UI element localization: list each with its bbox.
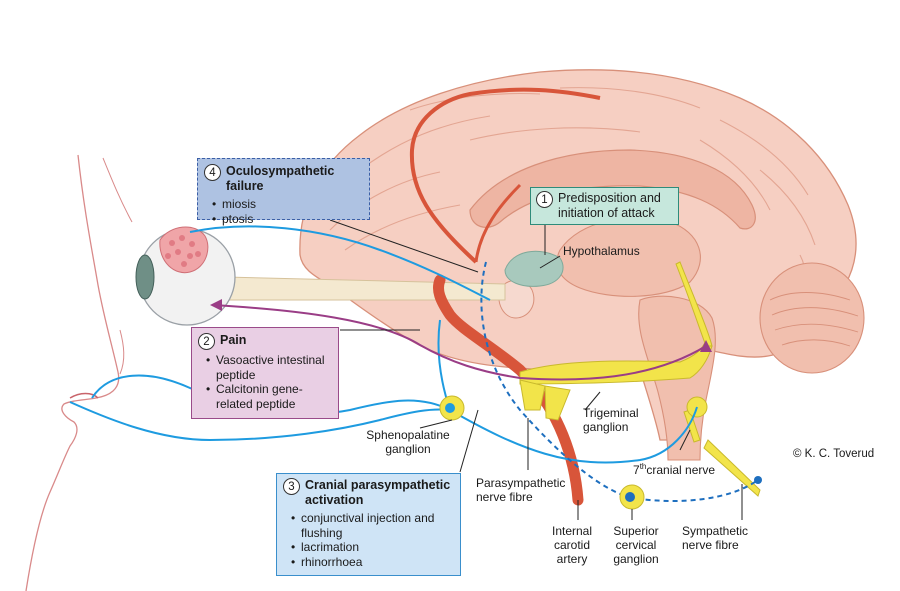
anterior-cerebral-artery [474, 183, 522, 263]
sympathetic-fibre-label: Sympathetic nerve fibre [682, 524, 748, 552]
para-line2: nerve fibre [476, 490, 533, 504]
internal-carotid-artery-label: Internal carotid artery [540, 524, 604, 566]
pain-arrow-head-left [210, 299, 222, 311]
cranial7-text: cranial nerve [646, 463, 716, 477]
hypothalamus-label: Hypothalamus [563, 244, 640, 258]
step-number-2: 2 [198, 333, 215, 350]
para-line1: Parasympathetic [476, 476, 566, 490]
list-item: conjunctival injection and flushing [291, 511, 454, 540]
carotid-line2: carotid [553, 538, 591, 552]
cranial-list: conjunctival injection and flushing lacr… [283, 511, 454, 569]
internal-carotid-artery [432, 274, 584, 506]
oculosympathetic-list: miosis ptosis [204, 197, 363, 226]
list-item: miosis [212, 197, 363, 212]
middle-cerebral-artery [409, 87, 601, 264]
pain-fibre [211, 304, 707, 381]
brain-gyri [329, 87, 816, 299]
eyeball [135, 226, 236, 326]
nasal-mucosa [69, 392, 99, 399]
sup-cerv-line1: Superior [613, 524, 659, 538]
carotid-line1: Internal [551, 524, 593, 538]
superior-cervical-ganglion-label: Superior cervical ganglion [604, 524, 668, 566]
pain-arrow-head-up [700, 340, 712, 352]
predisposition-box: 1 Predisposition and initiation of attac… [530, 187, 679, 225]
carotid-line3: artery [556, 552, 588, 566]
symp-line1: Sympathetic [682, 524, 749, 538]
predisposition-title: Predisposition and initiation of attack [558, 191, 661, 221]
superior-cervical-ganglion [619, 484, 645, 510]
list-item: rhinorrhoea [291, 555, 454, 570]
oculosympathetic-failure-box: 4 Oculosympathetic failure miosis ptosis [197, 158, 370, 226]
copyright-label: © K. C. Toverud [793, 448, 875, 460]
cranial7-number: 7 [633, 463, 640, 477]
list-item: ptosis [212, 212, 363, 227]
sup-cerv-line2: cervical [615, 538, 657, 552]
sympathetic-terminal [754, 476, 762, 484]
step-number-3: 3 [283, 478, 300, 495]
corpus-callosum [469, 149, 756, 230]
symp-line2: nerve fibre [682, 538, 739, 552]
step-number-1: 1 [536, 191, 553, 208]
cranial-parasympathetic-box: 3 Cranial parasympathetic activation con… [276, 473, 461, 576]
sphenopalatine-ganglion-label: Sphenopalatine ganglion [353, 428, 463, 456]
sympathetic-fibre [480, 261, 759, 502]
trigeminal-line2: ganglion [583, 420, 629, 434]
sphenopalatine-ganglion [439, 395, 465, 421]
predisposition-line2: initiation of attack [558, 206, 655, 220]
pain-box: 2 Pain Vasoactive intestinal peptide Cal… [191, 327, 339, 419]
brow-line [102, 157, 133, 223]
trigeminal-line1: Trigeminal [583, 406, 639, 420]
list-item: lacrimation [291, 540, 454, 555]
sup-cerv-line3: ganglion [613, 552, 659, 566]
pain-list: Vasoactive intestinal peptide Calcitonin… [198, 353, 332, 411]
cranial7-ordinal: th [639, 462, 647, 471]
parasympathetic-fibre-label: Parasympathetic nerve fibre [476, 476, 565, 504]
hypothalamus-region [504, 250, 564, 287]
cranial-title: Cranial parasympathetic activation [305, 478, 450, 508]
step-number-4: 4 [204, 164, 221, 181]
trigeminal-ganglion-label: Trigeminal ganglion [583, 406, 639, 434]
trigeminal-nerve [519, 261, 761, 497]
cranial-title-line1: Cranial parasympathetic [305, 478, 451, 492]
spheno-line1: Sphenopalatine [366, 428, 450, 442]
list-item: Calcitonin gene-related peptide [206, 382, 332, 411]
nasal-line [119, 329, 125, 375]
oculosympathetic-title: Oculosympathetic failure [226, 164, 335, 193]
list-item: Vasoactive intestinal peptide [206, 353, 332, 382]
pain-title: Pain [220, 333, 247, 347]
parasympathetic-fibres [69, 225, 698, 464]
spheno-line2: ganglion [385, 442, 431, 456]
cranial-title-line2: activation [305, 493, 364, 507]
seventh-cranial-nerve-label: 7thcranial nerve [633, 460, 715, 477]
cerebellum [759, 262, 865, 374]
face-profile [25, 154, 120, 591]
predisposition-line1: Predisposition and [558, 191, 661, 205]
leader-lines [329, 219, 743, 520]
